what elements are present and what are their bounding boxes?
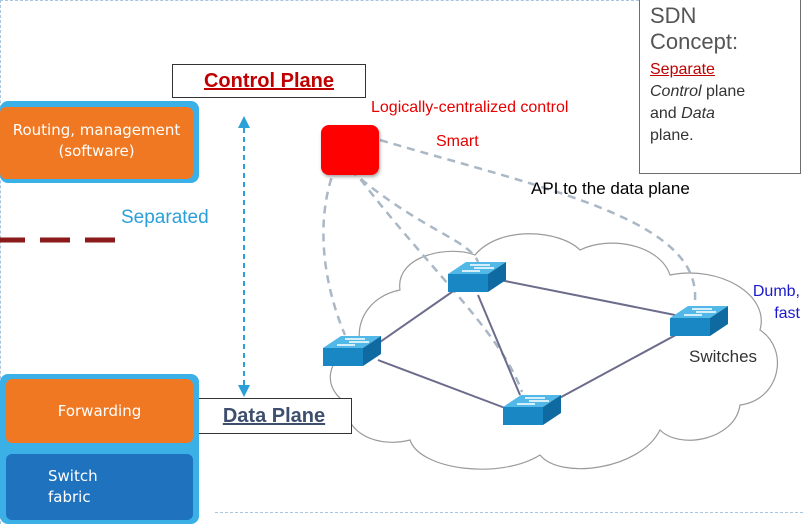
link-b [499, 279, 676, 316]
sdn-title-line-1: SDN [650, 3, 697, 28]
arrow-head-down [238, 385, 250, 397]
dumb-line-1: Dumb, [752, 283, 800, 300]
link-d [377, 359, 506, 409]
switches-label: Switches [689, 347, 758, 366]
sdn-control: Control [650, 83, 702, 100]
control-plane-label: Control Plane [172, 64, 366, 98]
dumb-label: Dumb, fast [740, 281, 800, 325]
control-line-4 [379, 138, 697, 301]
link-c [477, 294, 521, 396]
routing-line-2: (software) [58, 142, 135, 160]
controller-sublabel: Smart [436, 133, 479, 150]
separated-label: Separated [121, 207, 209, 228]
controller-label: Logically-centralized control [371, 99, 569, 116]
api-label: API to the data plane [531, 179, 690, 198]
forwarding-label: Forwarding [57, 402, 142, 420]
frame-top-line [0, 0, 639, 1]
routing-management-box: Routing, management (software) [0, 107, 193, 179]
fabric-line-1: Switch [48, 467, 98, 485]
sdn-data: Data [681, 105, 715, 122]
controller-node [321, 125, 379, 175]
control-line-2 [349, 169, 480, 263]
fabric-line-2: fabric [48, 488, 91, 506]
routing-line-1: Routing, management [12, 121, 181, 139]
sdn-description: Separate Control plane and Data plane. [650, 59, 800, 147]
forwarding-box: Forwarding [6, 379, 193, 443]
sdn-and: and [650, 105, 682, 122]
sdn-separate: Separate [650, 61, 715, 78]
frame-left-line [0, 0, 1, 524]
frame-bottom-line [215, 512, 803, 513]
link-e [551, 329, 686, 403]
sdn-plane-end: plane. [650, 127, 694, 144]
control-line-1 [322, 164, 347, 336]
link-a [379, 284, 463, 343]
data-plane-label: Data Plane [196, 398, 352, 434]
sdn-plane: plane [701, 83, 746, 100]
arrow-head-up [238, 116, 250, 128]
sdn-title-line-2: Concept: [650, 29, 739, 54]
dumb-line-2: fast [774, 305, 800, 322]
sdn-concept-box: SDN Concept: Separate Control plane and … [639, 0, 801, 174]
switch-fabric-box: Switch fabric [6, 454, 193, 520]
